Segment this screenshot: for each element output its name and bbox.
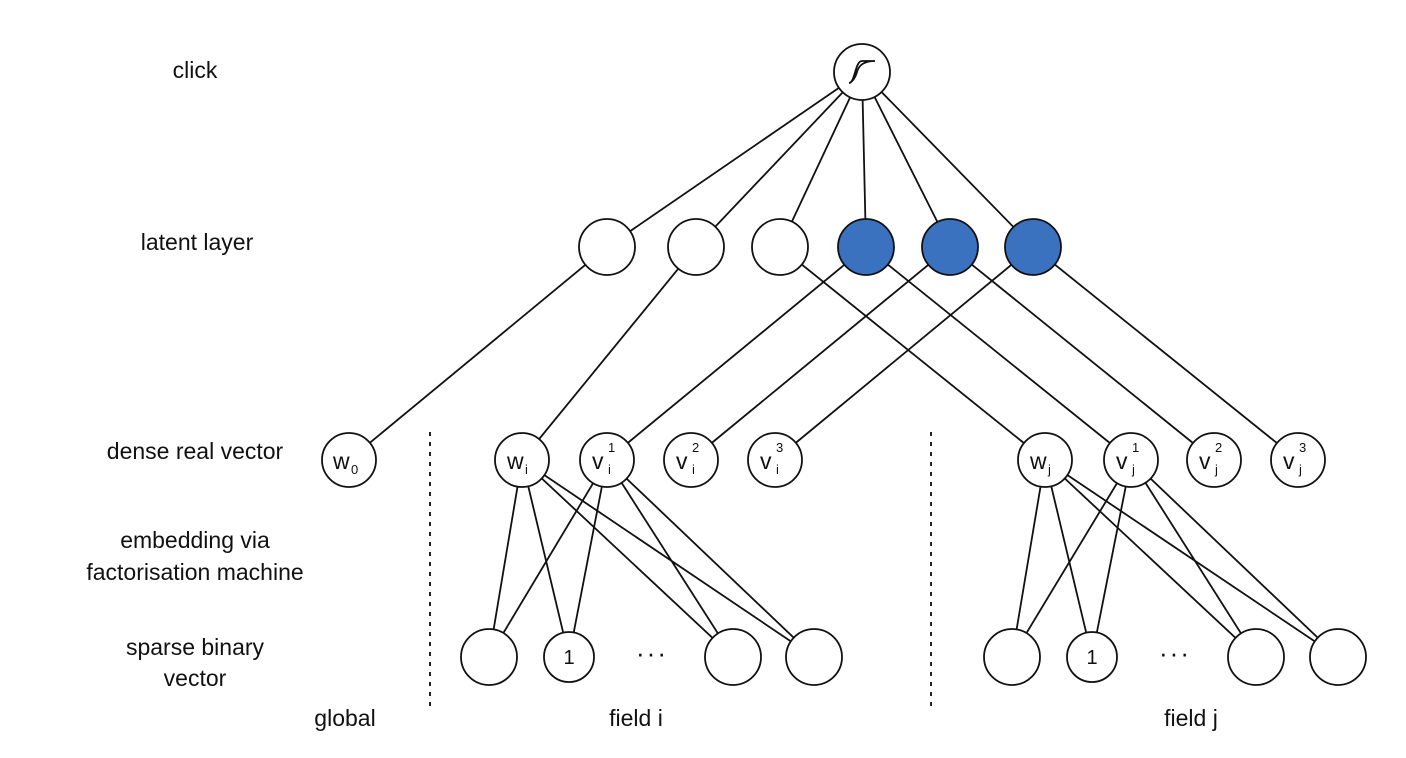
dense-node-vi3: v 3 i	[747, 432, 803, 488]
wi-sub: i	[525, 462, 528, 477]
sparse-i-ellipsis: ···	[636, 638, 668, 668]
vj3-sup: 3	[1299, 440, 1306, 455]
dense-node-wi: w i	[494, 432, 550, 488]
sparse-nodes-field-j: 1 ···	[983, 628, 1367, 686]
vi3-sub: i	[776, 462, 779, 477]
sparse-i-node-3	[704, 628, 762, 686]
vi3-sup: 3	[776, 440, 783, 455]
wi-base: w	[506, 448, 524, 474]
edges	[348, 71, 1339, 658]
label-click: click	[173, 57, 218, 83]
vj1-sub: j	[1131, 462, 1135, 477]
dense-node-w0: w 0	[321, 432, 377, 488]
sparse-j-node-active: 1	[1066, 631, 1118, 683]
edge-latent4-vi1	[606, 246, 867, 461]
edge-latent1-w0	[348, 246, 608, 461]
sigmoid-icon	[848, 60, 876, 84]
vi1-sub: i	[608, 462, 611, 477]
edge-latent5-vj2	[949, 246, 1215, 461]
sparse-j-active-value: 1	[1086, 647, 1097, 669]
sparse-i-active-value: 1	[563, 647, 574, 669]
edge-vj1-sj3	[1130, 459, 1257, 658]
vi1-base: v	[592, 448, 604, 474]
edge-wj-sj1	[1011, 459, 1046, 658]
latent-nodes	[578, 218, 1062, 276]
w0-base: w	[332, 448, 350, 474]
label-sparse-line1: sparse binary	[126, 634, 265, 660]
vj1-sup: 1	[1132, 440, 1139, 455]
edge-latent2-wi	[521, 246, 697, 461]
w0-sub: 0	[351, 462, 358, 477]
dense-node-vj3: v 3 j	[1270, 432, 1326, 488]
edge-vj1-sj1	[1011, 459, 1132, 658]
edge-latent5-vi2	[690, 246, 951, 461]
edge-out-latent-2	[695, 71, 863, 248]
edge-wi-si3	[521, 459, 734, 658]
vi1-sup: 1	[608, 440, 615, 455]
section-field-i: field i	[609, 705, 663, 731]
dense-node-vj1: v 1 j	[1103, 432, 1159, 488]
vj3-sub: j	[1298, 462, 1302, 477]
label-latent-layer: latent layer	[141, 229, 254, 255]
vj2-sub: j	[1214, 462, 1218, 477]
vi3-base: v	[760, 448, 772, 474]
sparse-nodes-field-i: 1 ···	[460, 628, 843, 686]
edge-out-latent-5	[861, 71, 951, 248]
latent-node-2	[667, 218, 725, 276]
edge-wi-si2	[521, 459, 570, 658]
latent-node-highlighted-3	[1004, 218, 1062, 276]
edge-out-latent-6	[861, 71, 1034, 248]
vi2-base: v	[676, 448, 688, 474]
label-sparse-line2: vector	[164, 665, 227, 691]
vi2-sup: 2	[692, 440, 699, 455]
latent-node-1	[578, 218, 636, 276]
label-embedding-line1: embedding via	[120, 527, 270, 553]
edge-wi-si4	[521, 459, 815, 658]
latent-node-highlighted-2	[921, 218, 979, 276]
output-node	[833, 43, 891, 101]
vj2-base: v	[1199, 448, 1211, 474]
sparse-j-node-3	[1227, 628, 1285, 686]
label-embedding-line2: factorisation machine	[86, 559, 303, 585]
dense-node-vi2: v 2 i	[663, 432, 719, 488]
latent-node-highlighted-1	[837, 218, 895, 276]
edge-out-latent-3	[779, 71, 863, 248]
sparse-j-node-4	[1309, 628, 1367, 686]
edge-out-latent-4	[861, 71, 867, 248]
vj3-base: v	[1283, 448, 1295, 474]
edge-wj-sj3	[1044, 459, 1257, 658]
sparse-i-node-4	[785, 628, 843, 686]
wj-base: w	[1029, 448, 1047, 474]
section-field-j: field j	[1164, 705, 1218, 731]
dense-node-vj2: v 2 j	[1186, 432, 1242, 488]
sparse-i-node-1	[460, 628, 518, 686]
edge-vi1-si4	[606, 459, 815, 658]
vj1-base: v	[1116, 448, 1128, 474]
edge-latent6-vj3	[1032, 246, 1299, 461]
sparse-j-ellipsis: ···	[1159, 638, 1191, 668]
label-dense-real-vector: dense real vector	[107, 438, 284, 464]
dense-node-wj: w j	[1017, 432, 1073, 488]
latent-node-3	[751, 218, 809, 276]
edge-wj-sj4	[1044, 459, 1339, 658]
dense-nodes: w 0 w i v 1 i v 2 i v 3 i w j	[321, 432, 1326, 488]
vi2-sub: i	[692, 462, 695, 477]
edge-vi1-si1	[488, 459, 608, 658]
wj-sub: j	[1047, 462, 1051, 477]
edge-latent6-vi3	[774, 246, 1034, 461]
edge-vi1-si3	[606, 459, 734, 658]
vj2-sup: 2	[1215, 440, 1222, 455]
sparse-i-node-active: 1	[543, 631, 595, 683]
edge-wj-sj2	[1044, 459, 1093, 658]
edge-vj1-sj4	[1130, 459, 1339, 658]
dense-node-vi1: v 1 i	[579, 432, 635, 488]
edge-out-latent-1	[606, 71, 863, 248]
sparse-j-node-1	[983, 628, 1041, 686]
edge-vj1-sj2	[1091, 459, 1132, 658]
edge-wi-si1	[488, 459, 523, 658]
edge-vi1-si2	[568, 459, 608, 658]
section-global: global	[314, 705, 375, 731]
edge-latent4-vj1	[865, 246, 1132, 461]
